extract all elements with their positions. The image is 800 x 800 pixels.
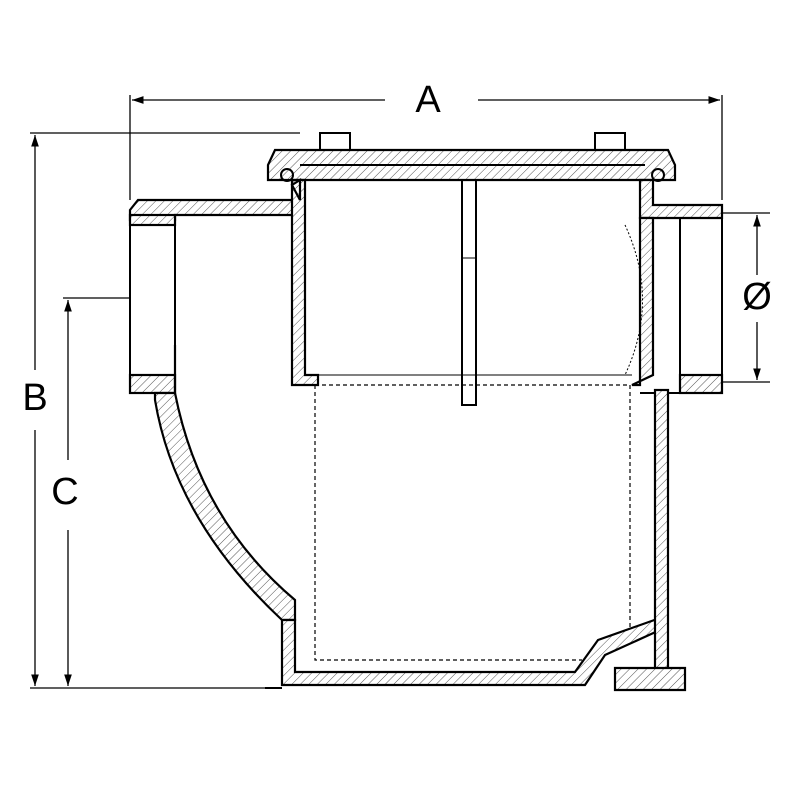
dimension-b-label: B (22, 377, 47, 419)
dimension-c: C (51, 297, 130, 686)
dimension-b: B (22, 132, 300, 689)
center-rod (461, 179, 477, 406)
bolt (319, 132, 351, 151)
bolt (594, 132, 626, 151)
dimension-a: A (129, 79, 723, 200)
dimension-a-label: A (415, 79, 441, 121)
dimension-diameter: Ø (722, 212, 772, 383)
dimension-diameter-label: Ø (742, 276, 772, 318)
dimension-c-label: C (51, 471, 78, 513)
strainer-body (128, 132, 724, 692)
